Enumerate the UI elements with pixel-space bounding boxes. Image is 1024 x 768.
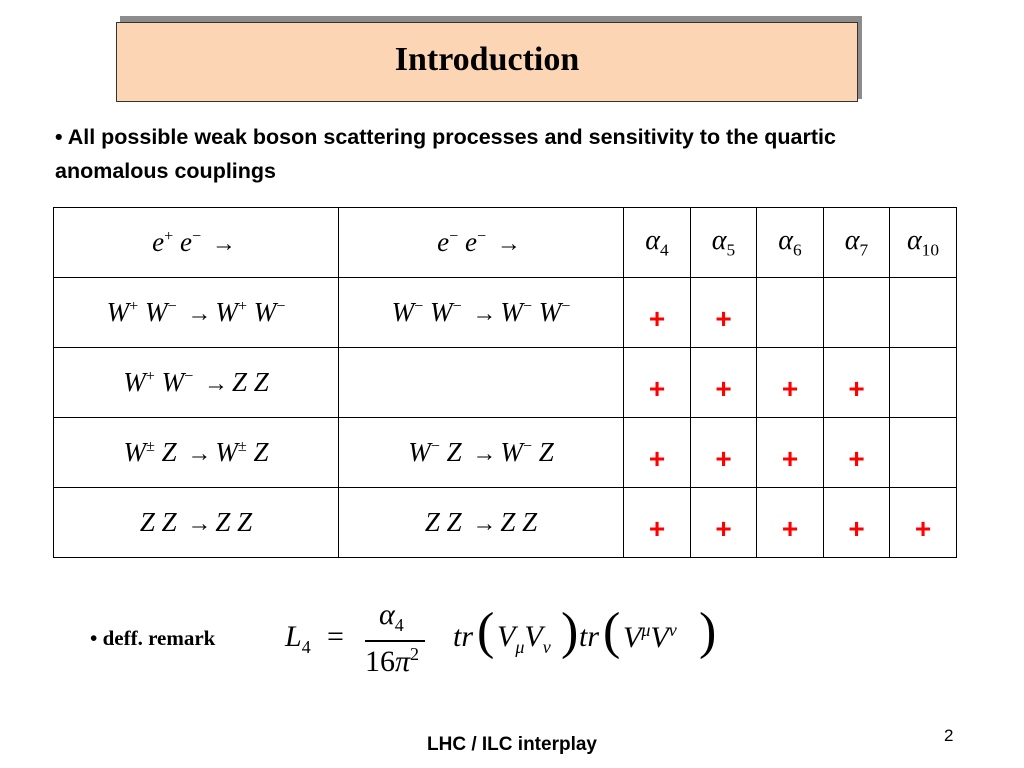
sensitivity-mark: +	[715, 372, 732, 404]
sensitivity-cell: +	[623, 417, 691, 488]
sensitivity-cell: +	[623, 487, 691, 558]
process-ee-plus-minus: W+ W− →Z Z	[53, 347, 339, 418]
process-table: e+ e− → e− e− → α4 α5 α6 α7 α10 W+ W− →W…	[53, 207, 957, 558]
formula-open-paren: (	[477, 603, 495, 660]
sensitivity-cell	[889, 417, 957, 488]
header-alpha-6: α6	[756, 207, 824, 278]
header-ee-plus-minus: e+ e− →	[53, 207, 339, 278]
process-ee-plus-minus: W± Z →W± Z	[53, 417, 339, 488]
sensitivity-mark: +	[715, 302, 732, 334]
table-row: W+ W− →Z Z + + + +	[53, 347, 957, 418]
sensitivity-cell	[889, 277, 957, 348]
sensitivity-cell: +	[756, 347, 824, 418]
page-number: 2	[944, 726, 954, 745]
header-alpha-4: α4	[623, 207, 691, 278]
sensitivity-mark: +	[848, 442, 865, 474]
formula-open-paren: (	[603, 603, 621, 660]
table-header-row: e+ e− → e− e− → α4 α5 α6 α7 α10	[53, 207, 957, 278]
lagrangian-formula: L4 = α4 16π2 tr ( VμVν ) tr ( VμVν )	[285, 598, 745, 688]
process-ee-minus-minus: Z Z →Z Z	[338, 487, 624, 558]
sensitivity-cell	[756, 277, 824, 348]
sensitivity-cell: +	[690, 277, 757, 348]
sensitivity-cell: +	[690, 417, 757, 488]
sensitivity-cell	[823, 277, 890, 348]
formula-close-paren: )	[561, 603, 579, 660]
formula-equals: =	[327, 620, 344, 653]
slide-footer: LHC / ILC interplay	[427, 734, 597, 755]
slide-title: Introduction	[394, 41, 580, 78]
sensitivity-mark: +	[914, 512, 932, 544]
sensitivity-cell: +	[690, 487, 757, 558]
remark-label: • deff. remark	[90, 626, 216, 650]
sensitivity-mark: +	[848, 372, 865, 404]
process-ee-minus-minus: W− W− →W− W−	[338, 277, 624, 348]
header-alpha-10: α10	[889, 207, 957, 278]
header-alpha-5: α5	[690, 207, 757, 278]
sensitivity-mark: +	[781, 512, 799, 544]
sensitivity-cell: +	[823, 347, 890, 418]
sensitivity-cell: +	[690, 347, 757, 418]
sensitivity-cell: +	[756, 487, 824, 558]
formula-v-mu-v-nu: VμVν	[497, 620, 551, 657]
header-ee-minus-minus: e− e− →	[338, 207, 624, 278]
sensitivity-cell: +	[756, 417, 824, 488]
formula-close-paren: )	[699, 603, 717, 660]
fraction-line	[365, 640, 425, 642]
process-ee-minus-minus: W− Z →W− Z	[338, 417, 624, 488]
table-row: Z Z →Z Z Z Z →Z Z + + + + +	[53, 487, 957, 558]
formula-trace-2: tr	[579, 620, 600, 653]
process-ee-plus-minus: W+ W− →W+ W−	[53, 277, 339, 348]
sensitivity-mark: +	[648, 302, 666, 334]
sensitivity-mark: +	[648, 442, 666, 474]
table-row: W+ W− →W+ W− W− W− →W− W− + +	[53, 277, 957, 348]
sensitivity-cell: +	[623, 277, 691, 348]
header-alpha-7: α7	[823, 207, 890, 278]
formula-v-mu-v-nu-upper: VμVν	[623, 620, 677, 654]
process-empty	[338, 347, 624, 418]
sensitivity-mark: +	[715, 512, 732, 544]
title-box: Introduction	[116, 22, 858, 102]
formula-trace-1: tr	[453, 620, 474, 653]
formula-numerator: α4	[379, 598, 404, 635]
sensitivity-cell: +	[623, 347, 691, 418]
intro-bullet: • All possible weak boson scattering pro…	[55, 125, 836, 183]
formula-denominator: 16π2	[365, 644, 420, 678]
sensitivity-cell: +	[823, 487, 890, 558]
sensitivity-cell: +	[823, 417, 890, 488]
process-ee-plus-minus: Z Z →Z Z	[53, 487, 339, 558]
sensitivity-mark: +	[648, 372, 666, 404]
formula-lhs: L4	[285, 620, 311, 657]
table-row: W± Z →W± Z W− Z →W− Z + + + +	[53, 417, 957, 488]
sensitivity-mark: +	[848, 512, 865, 544]
sensitivity-cell: +	[889, 487, 957, 558]
sensitivity-mark: +	[715, 442, 732, 474]
sensitivity-cell	[889, 347, 957, 418]
sensitivity-mark: +	[648, 512, 666, 544]
sensitivity-mark: +	[781, 372, 799, 404]
sensitivity-mark: +	[781, 442, 799, 474]
